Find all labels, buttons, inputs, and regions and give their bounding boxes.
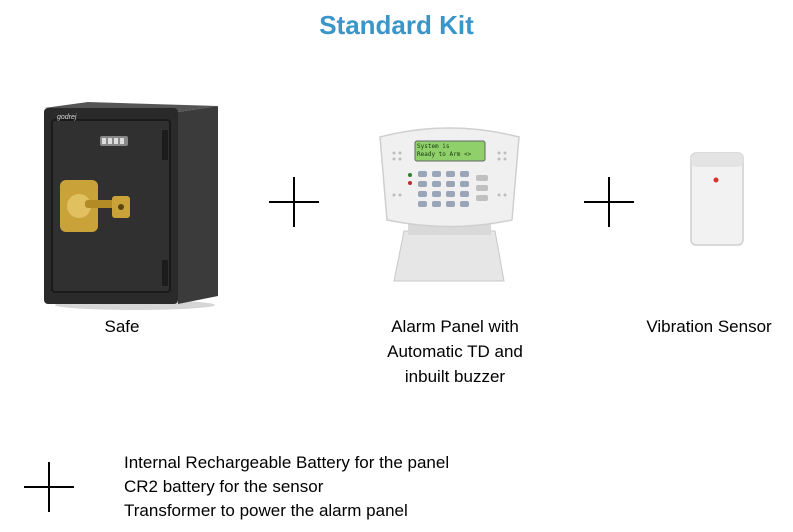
caption-line: Alarm Panel with <box>391 317 519 336</box>
vibration-sensor-image <box>688 150 746 248</box>
list-item: CR2 battery for the sensor <box>124 477 324 496</box>
plus-icon <box>22 460 76 514</box>
caption-line: inbuilt buzzer <box>404 367 506 386</box>
safe-brand-logo: godrej <box>57 114 77 121</box>
caption-line: Automatic TD and <box>387 342 523 361</box>
lcd-line: System is <box>417 143 450 150</box>
lcd-display: System is Ready to Arm <> <box>417 143 483 159</box>
alarm-panel-image: System is Ready to Arm <> <box>372 125 527 285</box>
page-title: Standard Kit <box>319 10 474 40</box>
vibration-sensor-caption: Vibration Sensor <box>646 317 772 336</box>
plus-icon <box>582 175 636 229</box>
list-item: Transformer to power the alarm panel <box>124 501 408 520</box>
safe-caption: Safe <box>104 317 140 336</box>
plus-icon <box>267 175 321 229</box>
safe-image: godrej <box>40 100 220 310</box>
list-item: Internal Rechargeable Battery for the pa… <box>124 453 450 472</box>
extras-list: Internal Rechargeable Battery for the pa… <box>124 451 449 523</box>
alarm-panel-caption: Alarm Panel with Automatic TD and inbuil… <box>355 314 555 389</box>
lcd-line: Ready to Arm <> <box>417 151 472 158</box>
